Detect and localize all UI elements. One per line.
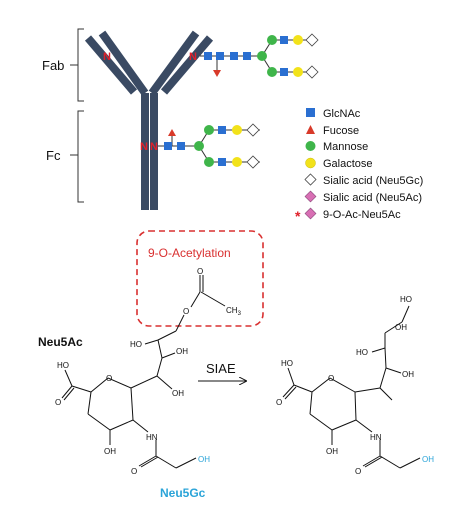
legend-item-galactose: Galactose	[305, 157, 373, 170]
fc-brace	[70, 110, 84, 203]
n-site-marker-left: N	[103, 51, 111, 63]
oh-ring-atom: OH	[326, 447, 338, 456]
left-molecule: Neu5Ac	[38, 314, 210, 500]
neu5ac-label: Neu5Ac	[38, 335, 83, 349]
pink-diamond-icon	[304, 207, 317, 220]
glcnac-icon	[218, 126, 226, 134]
mannose-icon	[267, 35, 277, 45]
ch3-label: CH3	[226, 306, 242, 317]
o-ring-atom: O	[106, 374, 112, 383]
fab-label: Fab	[42, 58, 64, 73]
reaction-arrow: SIAE	[198, 361, 246, 381]
neu5gc-diamond-icon	[246, 155, 260, 169]
blue-square-icon	[306, 108, 315, 117]
oh-ring-atom: OH	[104, 447, 116, 456]
legend-item-9-o-ac-neu5ac: * 9-O-Ac-Neu5Ac	[295, 207, 401, 224]
fc-glycan	[158, 123, 260, 169]
neu5gc-diamond-icon	[305, 65, 319, 79]
antibody: Fab Fc N N N N	[42, 28, 214, 210]
legend-item-neu5gc: Sialic acid (Neu5Gc)	[304, 173, 423, 187]
legend-label: GlcNAc	[323, 108, 361, 120]
legend-item-neu5ac: Sialic acid (Neu5Ac)	[304, 190, 422, 204]
legend-label: Sialic acid (Neu5Ac)	[323, 192, 422, 204]
ho-chain-atom: HO	[130, 340, 142, 349]
acetylation-highlight: 9-O-Acetylation O CH3 O	[136, 230, 264, 327]
galactose-icon	[293, 67, 303, 77]
asterisk-icon: *	[295, 208, 301, 224]
neu5gc-diamond-icon	[305, 33, 319, 47]
legend-label: Mannose	[323, 141, 368, 153]
pink-diamond-icon	[304, 190, 317, 203]
glcnac-icon	[243, 52, 251, 60]
mannose-icon	[194, 141, 204, 151]
oh-top-atom: OH	[395, 323, 407, 332]
siae-label: SIAE	[206, 361, 236, 376]
glcnac-icon	[204, 52, 212, 60]
glcnac-icon	[218, 158, 226, 166]
galactose-icon	[232, 157, 242, 167]
oh-tail-atom: OH	[422, 455, 434, 464]
right-bonds	[282, 305, 421, 469]
fab-glycan	[200, 33, 319, 79]
n-site-marker-fc-2: N	[150, 141, 158, 153]
glcnac-icon	[177, 142, 185, 150]
neu5gc-diamond-icon	[246, 123, 260, 137]
yellow-circle-icon	[305, 157, 316, 169]
o-amide-atom: O	[355, 467, 361, 476]
mannose-icon	[204, 125, 214, 135]
galactose-icon	[293, 35, 303, 45]
ho-top1-atom: HO	[400, 295, 412, 304]
o-amide-atom: O	[131, 467, 137, 476]
right-molecule: HO OH HO OH HO O O HN OH O OH	[276, 295, 434, 476]
glcnac-icon	[280, 68, 288, 76]
fucose-icon	[168, 129, 176, 136]
left-bonds	[61, 314, 197, 469]
o-acid-atom: O	[55, 398, 61, 407]
nh-atom: HN	[370, 433, 382, 442]
oh-tail-atom: OH	[198, 455, 210, 464]
antibody-chains	[84, 30, 214, 210]
legend-label: Sialic acid (Neu5Gc)	[323, 175, 423, 187]
oh-chain-atom: OH	[176, 347, 188, 356]
glcnac-icon	[216, 52, 224, 60]
red-triangle-icon	[306, 125, 315, 134]
fab-brace	[70, 28, 84, 102]
glcnac-icon	[230, 52, 238, 60]
green-circle-icon	[305, 141, 316, 151]
n-site-marker-fc-1: N	[140, 141, 148, 153]
mannose-icon	[204, 157, 214, 167]
neu5gc-label: Neu5Gc	[160, 486, 206, 500]
fucose-icon	[213, 70, 221, 77]
ester-o-atom: O	[183, 307, 189, 316]
legend-label: 9-O-Ac-Neu5Ac	[323, 209, 401, 221]
ho-acid-atom: HO	[57, 361, 69, 370]
white-diamond-icon	[304, 173, 317, 186]
mannose-icon	[257, 51, 267, 61]
glcnac-icon	[280, 36, 288, 44]
acetyl-o-atom: O	[197, 267, 203, 276]
oh-chain-atom: OH	[402, 370, 414, 379]
ho-acid-atom: HO	[281, 359, 293, 368]
acetylation-label: 9-O-Acetylation	[148, 246, 231, 260]
acetylation-dashed-box	[136, 230, 264, 327]
legend-label: Fucose	[323, 125, 359, 137]
galactose-icon	[232, 125, 242, 135]
legend-item-mannose: Mannose	[305, 141, 368, 153]
glcnac-icon	[164, 142, 172, 150]
oh-chain2-atom: OH	[172, 389, 184, 398]
nh-atom: HN	[146, 433, 158, 442]
ho-mid-atom: HO	[356, 348, 368, 357]
mannose-icon	[267, 67, 277, 77]
o-ring-atom: O	[328, 374, 334, 383]
legend-label: Galactose	[323, 158, 373, 170]
o-acid-atom: O	[276, 398, 282, 407]
legend-item-fucose: Fucose	[306, 125, 359, 137]
n-site-marker-right: N	[189, 51, 197, 63]
fc-label: Fc	[46, 148, 61, 163]
legend-item-glcnac: GlcNAc	[306, 108, 361, 120]
legend: GlcNAc Fucose Mannose Galactose Sialic a…	[295, 108, 423, 224]
